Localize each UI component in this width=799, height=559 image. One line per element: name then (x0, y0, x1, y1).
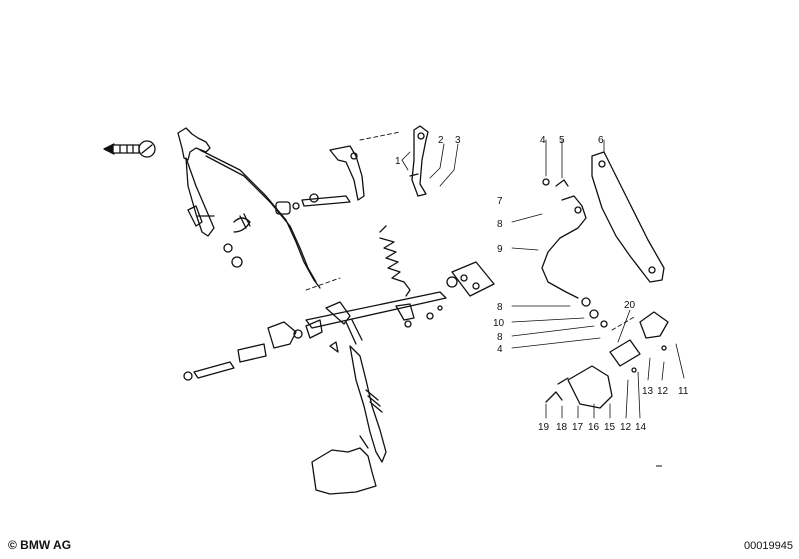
callout-12-right: 12 (657, 386, 669, 397)
main-cross-shaft (305, 277, 447, 345)
callout-16: 16 (588, 422, 600, 433)
callout-17: 17 (572, 422, 584, 433)
callout-14: 14 (635, 422, 647, 433)
callout-8-low: 8 (497, 332, 503, 343)
callout-4-low: 4 (497, 344, 503, 355)
leader-lines (401, 139, 685, 419)
direction-arrow-icon (103, 140, 156, 158)
callout-3: 3 (455, 135, 461, 146)
callout-15: 15 (604, 422, 616, 433)
callout-18: 18 (556, 422, 568, 433)
callout-1: 1 (395, 156, 401, 167)
callout-labels: 1 2 3 4 5 6 7 8 9 8 10 8 4 20 13 12 11 1… (395, 135, 689, 433)
pedal-bracket-rod-group (177, 127, 321, 289)
callout-13: 13 (642, 386, 654, 397)
upper-shaft-group (275, 131, 401, 215)
callout-6: 6 (598, 135, 604, 146)
mounting-plate (446, 261, 495, 297)
copyright-label: © BMW AG (8, 538, 72, 552)
left-linkage (183, 319, 339, 381)
callout-11: 11 (678, 386, 689, 397)
return-spring (379, 225, 411, 297)
callout-12-low: 12 (620, 422, 632, 433)
callout-9: 9 (497, 244, 503, 255)
callout-10: 10 (493, 318, 505, 329)
callout-8-top: 8 (497, 219, 503, 230)
callout-7: 7 (497, 196, 503, 207)
cylinder-assembly (545, 311, 669, 409)
callout-19: 19 (538, 422, 550, 433)
accelerator-pedal (311, 345, 387, 495)
callout-4-top: 4 (540, 135, 546, 146)
side-panel-plate (591, 151, 665, 283)
drawing-number: 00019945 (744, 540, 793, 552)
callout-5: 5 (559, 135, 565, 146)
clip-pin-part (409, 125, 429, 197)
callout-2: 2 (438, 135, 444, 146)
throttle-linkage-rod (541, 178, 608, 328)
callout-8-mid: 8 (497, 302, 503, 313)
callout-20: 20 (624, 300, 636, 311)
